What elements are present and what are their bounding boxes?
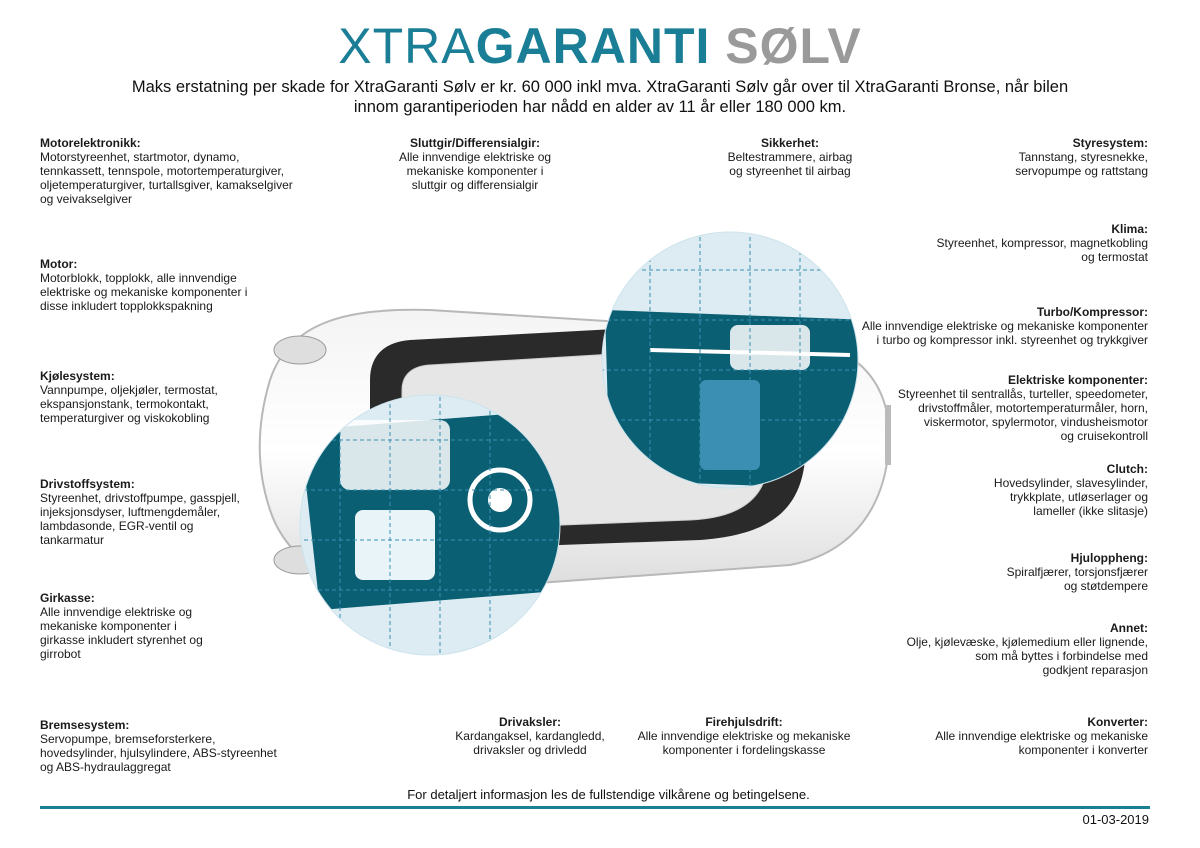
section-heading: Bremsesystem:: [40, 718, 130, 732]
section-line: Beltestrammere, airbag: [727, 150, 853, 164]
section-line: elektriske og mekaniske komponenter i: [40, 285, 248, 299]
engine-circle-front: [300, 395, 560, 655]
section-line: Motorstyreenhet, startmotor, dynamo,: [40, 150, 240, 164]
section-line: servopumpe og rattstang: [1015, 164, 1148, 178]
section-sikkerhet: Sikkerhet: Beltestrammere, airbag og sty…: [690, 136, 890, 178]
section-line: og støtdempere: [1063, 579, 1148, 593]
section-line: Servopumpe, bremseforsterkere,: [40, 732, 216, 746]
section-line: godkjent reparasjon: [1042, 663, 1148, 677]
section-heading: Clutch:: [1106, 462, 1148, 476]
engine-circle-rear: [602, 232, 858, 488]
section-heading: Drivstoffsystem:: [40, 477, 135, 491]
section-line: Spiralfjærer, torsjonsfjærer: [1006, 565, 1148, 579]
section-line: tankarmatur: [40, 533, 105, 547]
footnote: For detaljert informasjon les de fullste…: [407, 787, 810, 802]
section-line: Alle innvendige elektriske og: [40, 605, 193, 619]
section-line: viskermotor, spylermotor, vindusheismoto…: [923, 415, 1148, 429]
section-heading: Turbo/Kompressor:: [1036, 305, 1148, 319]
section-line: og termostat: [1081, 250, 1148, 264]
section-line: Hovedsylinder, slavesylinder,: [993, 476, 1148, 490]
section-line: i turbo og kompressor inkl. styreenhet o…: [876, 333, 1148, 347]
section-line: tennkassett, tennspole, motortemperaturg…: [40, 164, 285, 178]
section-motor: Motor: Motorblokk, topplokk, alle innven…: [40, 257, 247, 313]
car-illustration: [258, 231, 891, 656]
section-line: mekaniske komponenter i: [406, 164, 544, 178]
section-konverter: Konverter: Alle innvendige elektriske og…: [935, 715, 1148, 757]
section-heading: Motor:: [40, 257, 78, 271]
section-heading: Firehjulsdrift:: [705, 715, 783, 729]
section-line: Styreenhet, drivstoffpumpe, gasspjell,: [40, 491, 240, 505]
section-line: injeksjonsdyser, luftmengdemåler,: [40, 505, 221, 519]
section-elektriske: Elektriske komponenter: Styreenhet til s…: [898, 373, 1148, 443]
section-line: ekspansjonstank, termokontakt,: [40, 397, 209, 411]
section-styresystem: Styresystem: Tannstang, styresnekke, ser…: [1015, 136, 1148, 178]
section-heading: Konverter:: [1087, 715, 1148, 729]
section-girkasse: Girkasse: Alle innvendige elektriske og …: [40, 591, 203, 661]
section-klima: Klima: Styreenhet, kompressor, magnetkob…: [937, 222, 1148, 264]
section-drivaksler: Drivaksler: Kardangaksel, kardangledd, d…: [430, 715, 630, 757]
section-line: Olje, kjølevæske, kjølemedium eller lign…: [906, 635, 1148, 649]
page-title: XTRAGARANTI SØLV: [0, 18, 1200, 74]
section-clutch: Clutch: Hovedsylinder, slavesylinder, tr…: [994, 462, 1148, 518]
section-heading: Kjølesystem:: [40, 369, 115, 383]
section-line: lameller (ikke slitasje): [1033, 504, 1148, 518]
section-heading: Girkasse:: [40, 591, 95, 605]
section-heading: Sluttgir/Differensialgir:: [409, 136, 540, 150]
section-line: Alle innvendige elektriske og: [398, 150, 552, 164]
section-line: temperaturgiver og viskokobling: [40, 411, 210, 425]
divider-rule: [40, 806, 1150, 809]
section-line: Styreenhet til sentrallås, turteller, sp…: [897, 387, 1148, 401]
section-line: lambdasonde, EGR-ventil og: [40, 519, 194, 533]
title-part-xtra: XTRA: [338, 18, 476, 74]
section-line: sluttgir og differensialgir: [411, 178, 539, 192]
section-heading: Klima:: [1111, 222, 1148, 236]
section-line: Kardangaksel, kardangledd,: [455, 729, 605, 743]
subtitle: Maks erstatning per skade for XtraGarant…: [100, 77, 1100, 117]
section-line: komponenter i fordelingskasse: [662, 743, 826, 757]
section-line: som må byttes i forbindelse med: [975, 649, 1148, 663]
section-heading: Sikkerhet:: [760, 136, 820, 150]
section-line: Vannpumpe, oljekjøler, termostat,: [40, 383, 218, 397]
section-line: mekaniske komponenter i: [40, 619, 177, 633]
section-bremsesystem: Bremsesystem: Servopumpe, bremseforsterk…: [40, 718, 277, 774]
section-hjuloppheng: Hjuloppheng: Spiralfjærer, torsjonsfjære…: [1007, 551, 1148, 593]
section-heading: Motorelektronikk:: [40, 136, 141, 150]
section-heading: Annet:: [1110, 621, 1148, 635]
section-line: Tannstang, styresnekke,: [1018, 150, 1148, 164]
title-part-garanti: GARANTI: [475, 18, 711, 74]
section-drivstoffsystem: Drivstoffsystem: Styreenhet, drivstoffpu…: [40, 477, 240, 547]
section-line: Alle innvendige elektriske og mekaniske …: [861, 319, 1148, 333]
subtitle-line: innom garantiperioden har nådd en alder …: [353, 98, 847, 116]
section-sluttgir: Sluttgir/Differensialgir: Alle innvendig…: [380, 136, 570, 192]
section-line: girrobot: [40, 647, 81, 661]
title-part-solv: SØLV: [710, 18, 862, 74]
section-line: Alle innvendige elektriske og mekaniske: [935, 729, 1148, 743]
section-line: hovedsylinder, hjulsylindere, ABS-styree…: [40, 746, 277, 760]
section-line: og ABS-hydraulaggregat: [40, 760, 171, 774]
section-line: oljetemperaturgiver, turtallsgiver, kama…: [40, 178, 293, 192]
document-date: 01-03-2019: [1082, 812, 1150, 827]
section-annet: Annet: Olje, kjølevæske, kjølemedium ell…: [907, 621, 1148, 677]
section-line: disse inkludert topplokkspakning: [40, 299, 213, 313]
section-kjolesystem: Kjølesystem: Vannpumpe, oljekjøler, term…: [40, 369, 218, 425]
section-line: og veivakselgiver: [40, 192, 133, 206]
section-heading: Elektriske komponenter:: [1007, 373, 1148, 387]
section-line: komponenter i konverter: [1018, 743, 1148, 757]
subtitle-line: Maks erstatning per skade for XtraGarant…: [131, 78, 1069, 96]
section-line: trykkplate, utløserlager og: [1009, 490, 1148, 504]
section-line: og cruisekontroll: [1060, 429, 1148, 443]
section-line: Alle innvendige elektriske og mekaniske: [637, 729, 851, 743]
section-heading: Hjuloppheng:: [1070, 551, 1148, 565]
section-heading: Drivaksler:: [498, 715, 562, 729]
section-line: Styreenhet, kompressor, magnetkobling: [936, 236, 1148, 250]
section-line: drivaksler og drivledd: [473, 743, 587, 757]
section-turbo: Turbo/Kompressor: Alle innvendige elektr…: [862, 305, 1148, 347]
section-line: Motorblokk, topplokk, alle innvendige: [40, 271, 237, 285]
section-firehjulsdrift: Firehjulsdrift: Alle innvendige elektris…: [630, 715, 858, 757]
section-line: girkasse inkludert styrenhet og: [40, 633, 203, 647]
section-line: drivstoffmåler, motortemperaturmåler, ho…: [918, 401, 1148, 415]
section-line: og styreenhet til airbag: [729, 164, 851, 178]
section-heading: Styresystem:: [1072, 136, 1148, 150]
section-motorelektronikk: Motorelektronikk: Motorstyreenhet, start…: [40, 136, 293, 206]
